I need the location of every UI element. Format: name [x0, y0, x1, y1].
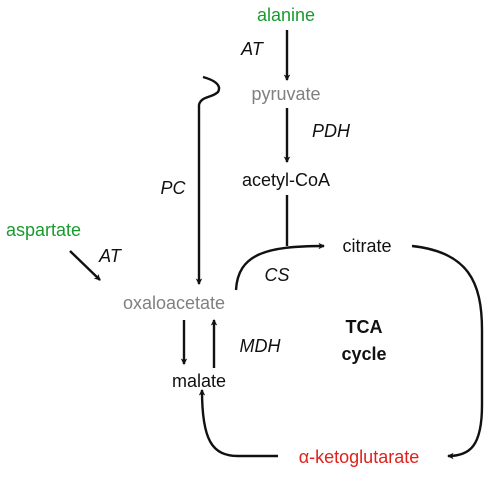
- metabolite-pyruvate: pyruvate: [251, 84, 320, 104]
- metabolite-citrate: citrate: [342, 236, 391, 256]
- reaction-arrows: [69, 30, 484, 460]
- tca-cycle-label: TCA cycle: [341, 317, 386, 364]
- enzyme-pc: PC: [160, 178, 186, 198]
- enzyme-cs: CS: [264, 265, 289, 285]
- metabolite-labels: alanine pyruvate acetyl-CoA aspartate ci…: [6, 5, 419, 467]
- metabolite-malate: malate: [172, 371, 226, 391]
- arrow-pyruvate-to-oxaloacetate: [195, 75, 221, 285]
- arrow-oxaloacetate-to-citrate: [234, 242, 325, 291]
- metabolite-acetyl-coa: acetyl-CoA: [242, 170, 330, 190]
- arrow-aspartate-to-oxaloacetate: [69, 250, 101, 281]
- metabolite-alanine: alanine: [257, 5, 315, 25]
- tca-cycle-label-line1: TCA: [346, 317, 383, 337]
- arrow-citrate-to-alpha-ketoglutarate: [411, 244, 484, 460]
- enzyme-mdh: MDH: [240, 336, 282, 356]
- enzyme-at-left: AT: [98, 246, 123, 266]
- enzyme-pdh: PDH: [312, 121, 351, 141]
- metabolite-alpha-ketoglutarate: α-ketoglutarate: [299, 447, 419, 467]
- metabolite-aspartate: aspartate: [6, 220, 81, 240]
- enzyme-at-top: AT: [240, 39, 265, 59]
- enzyme-labels: AT PDH PC AT CS MDH: [98, 39, 351, 356]
- tca-cycle-label-line2: cycle: [341, 344, 386, 364]
- metabolite-oxaloacetate: oxaloacetate: [123, 293, 225, 313]
- arrow-alpha-ketoglutarate-to-malate: [198, 389, 278, 458]
